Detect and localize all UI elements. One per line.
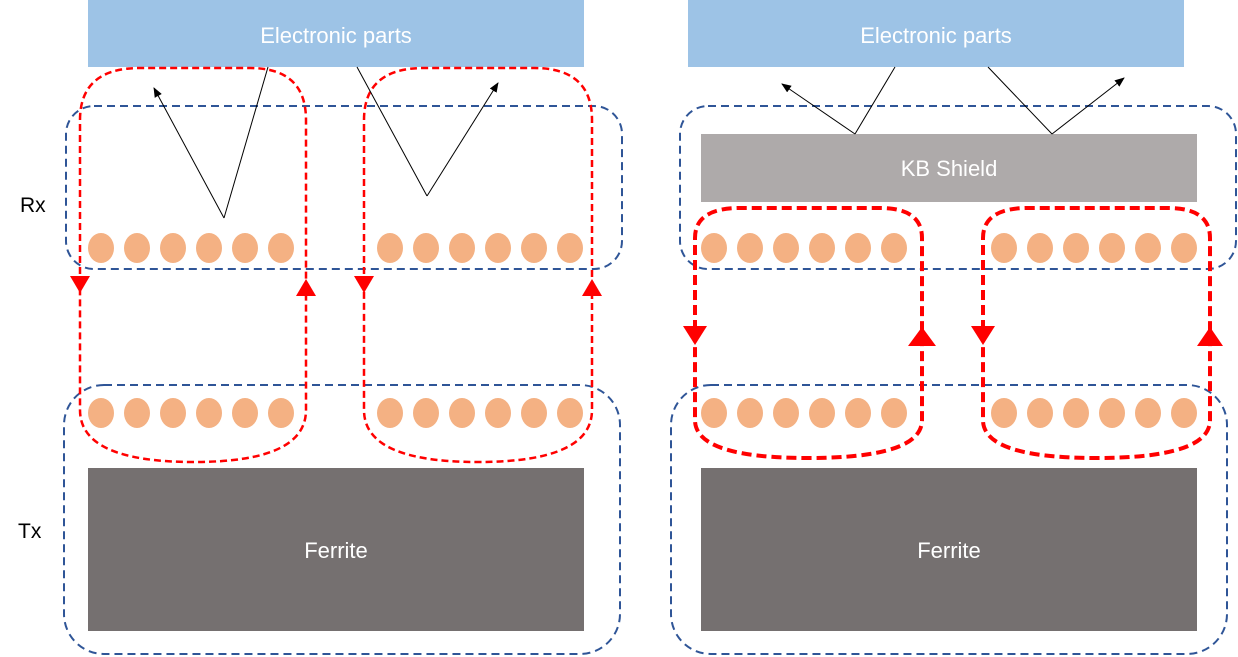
electronic-parts-label-left: Electronic parts: [260, 23, 412, 48]
flux-loop-left-1: [78, 66, 308, 464]
coil: [88, 233, 114, 263]
flux-arrow-down-left-2: [354, 276, 374, 293]
coil: [1099, 233, 1125, 263]
right-diagram: Electronic parts KB Shield Ferrite: [670, 0, 1237, 655]
rx-coils-right: [701, 233, 1197, 263]
coil: [557, 233, 583, 263]
rx-boundary-right: [679, 105, 1237, 270]
coil: [88, 398, 114, 428]
coil: [881, 233, 907, 263]
interference-line: [987, 66, 1053, 135]
coil: [1135, 398, 1161, 428]
coil: [701, 398, 727, 428]
coil: [196, 398, 222, 428]
coil: [521, 398, 547, 428]
coil: [845, 233, 871, 263]
coil: [268, 398, 294, 428]
flux-arrow-down-right-2: [971, 326, 995, 345]
coil: [232, 233, 258, 263]
interference-line: [356, 66, 428, 197]
coil: [124, 398, 150, 428]
electronic-parts-block-left: [88, 0, 584, 67]
coil: [377, 398, 403, 428]
interference-arrow: [781, 83, 856, 135]
coil: [881, 398, 907, 428]
tx-coils-left: [88, 398, 583, 428]
coil: [1027, 398, 1053, 428]
coil: [845, 398, 871, 428]
coil: [773, 398, 799, 428]
interference-line: [854, 66, 896, 135]
coil: [521, 233, 547, 263]
rx-boundary-left: [65, 105, 623, 270]
coil: [1171, 233, 1197, 263]
interference-arrow: [426, 82, 499, 197]
interference-arrow: [1051, 77, 1125, 135]
coil: [1171, 398, 1197, 428]
coil: [809, 398, 835, 428]
coil: [268, 233, 294, 263]
tx-coils-right: [701, 398, 1197, 428]
electronic-parts-label-right: Electronic parts: [860, 23, 1012, 48]
rx-label: Rx: [20, 194, 46, 217]
coil: [160, 398, 186, 428]
ferrite-block-left: [88, 468, 584, 631]
coil: [232, 398, 258, 428]
coil: [991, 398, 1017, 428]
left-diagram: Electronic parts Ferrite: [63, 0, 623, 655]
flux-loop-right-1: [693, 206, 924, 461]
coil: [1063, 398, 1089, 428]
interference-arrow: [153, 87, 225, 219]
ferrite-label-left: Ferrite: [304, 538, 368, 563]
flux-loop-left-2: [362, 66, 594, 464]
coil: [1135, 233, 1161, 263]
flux-arrow-up-left-2: [582, 279, 602, 296]
tx-label: Tx: [18, 520, 42, 543]
electronic-parts-block-right: [688, 0, 1184, 67]
ferrite-block-right: [701, 468, 1197, 631]
interference-lines-right: [781, 66, 1125, 135]
tx-boundary-left: [63, 384, 621, 655]
coil: [449, 398, 475, 428]
coil: [701, 233, 727, 263]
coil: [377, 233, 403, 263]
coil: [991, 233, 1017, 263]
coil: [557, 398, 583, 428]
coil: [737, 233, 763, 263]
interference-lines-left: [153, 66, 499, 219]
coil: [413, 233, 439, 263]
coil: [449, 233, 475, 263]
coil: [485, 233, 511, 263]
coil: [1063, 233, 1089, 263]
flux-arrow-up-right-1: [908, 327, 936, 346]
flux-arrow-up-left-1: [296, 279, 316, 296]
coil: [737, 398, 763, 428]
flux-arrow-down-left-1: [70, 276, 90, 293]
flux-arrow-up-right-2: [1197, 327, 1223, 346]
coil: [196, 233, 222, 263]
coil: [809, 233, 835, 263]
kb-shield-block: [701, 134, 1197, 202]
coil: [124, 233, 150, 263]
coil: [160, 233, 186, 263]
flux-loop-right-2: [981, 206, 1212, 461]
flux-arrow-down-right-1: [683, 326, 707, 345]
ferrite-label-right: Ferrite: [917, 538, 981, 563]
rx-coils-left: [88, 233, 583, 263]
coil: [1099, 398, 1125, 428]
tx-boundary-right: [670, 384, 1228, 655]
coil: [773, 233, 799, 263]
kb-shield-label: KB Shield: [901, 156, 998, 181]
coil: [485, 398, 511, 428]
coil: [413, 398, 439, 428]
coil: [1027, 233, 1053, 263]
interference-line: [223, 66, 269, 219]
